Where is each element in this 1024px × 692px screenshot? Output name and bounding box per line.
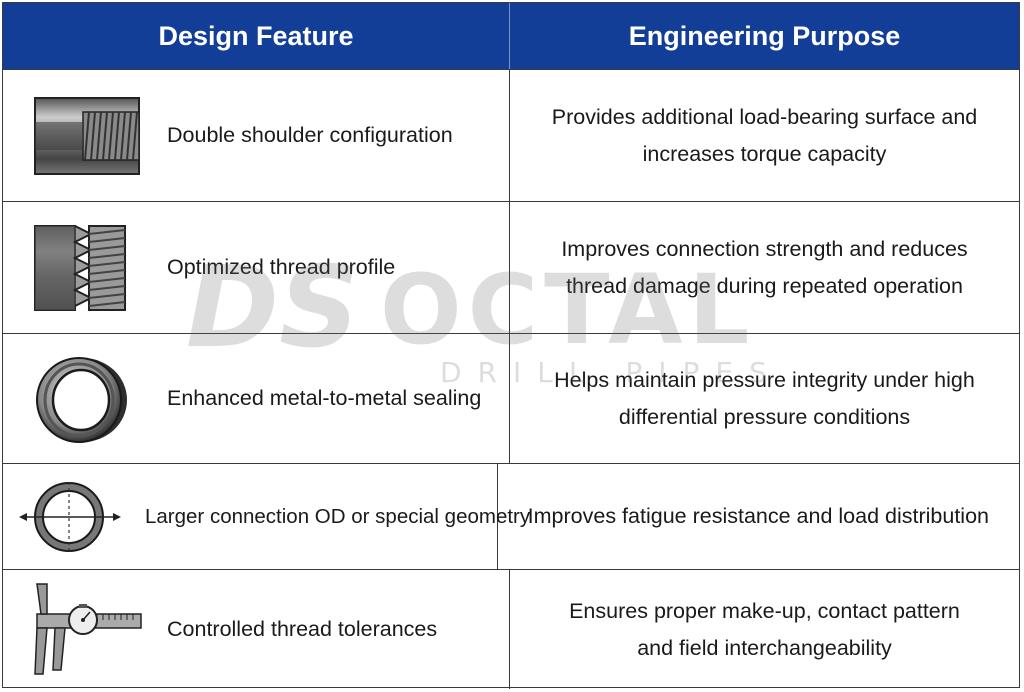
thread-profile-icon [34,225,126,311]
seal-ring-icon [36,357,127,443]
purpose-cell: Helps maintain pressure integrity under … [510,334,1019,463]
table-row: Enhanced metal-to-metal sealing Helps ma… [3,333,1019,463]
feature-label: Double shoulder configuration [167,123,453,147]
table-row: Controlled thread tolerances Ensures pro… [3,569,1019,689]
feature-label: Enhanced metal-to-metal sealing [167,386,482,410]
table-row: Optimized thread profile Improves connec… [3,201,1019,333]
header-engineering-purpose: Engineering Purpose [628,20,901,51]
caliper-gauge-icon [34,583,142,675]
feature-cell: Enhanced metal-to-metal sealing [3,334,510,463]
purpose-cell: Provides additional load-bearing surface… [510,70,1019,201]
double-shoulder-connection-icon [34,97,140,175]
purpose-text: Provides additional load-bearing surface… [551,104,978,166]
purpose-cell: Improves connection strength and reduces… [510,202,1019,333]
feature-cell: Optimized thread profile [3,202,510,333]
table-row: Double shoulder configuration Provides a… [3,69,1019,201]
feature-label: Optimized thread profile [167,255,396,279]
feature-label: Controlled thread tolerances [167,617,438,641]
table-row: Larger connection OD or special geometry… [3,463,1019,569]
purpose-cell: Improves fatigue resistance and load dis… [498,464,1019,569]
header-design-feature: Design Feature [3,3,510,69]
feature-cell: Double shoulder configuration [3,70,510,201]
purpose-text: Improves connection strength and reduces… [561,236,968,298]
ring-dimension-arrows-icon [19,482,121,552]
purpose-text: Improves fatigue resistance and load dis… [527,504,989,528]
purpose-text: Helps maintain pressure integrity under … [554,367,975,429]
purpose-cell: Ensures proper make-up, contact pattern … [510,570,1019,689]
feature-label: Larger connection OD or special geometry [145,504,531,528]
table-header: Design Feature Engineering Purpose [3,3,1019,69]
purpose-text: Ensures proper make-up, contact pattern … [569,598,960,660]
feature-cell: Larger connection OD or special geometry [3,464,530,569]
feature-cell: Controlled thread tolerances [3,570,510,689]
